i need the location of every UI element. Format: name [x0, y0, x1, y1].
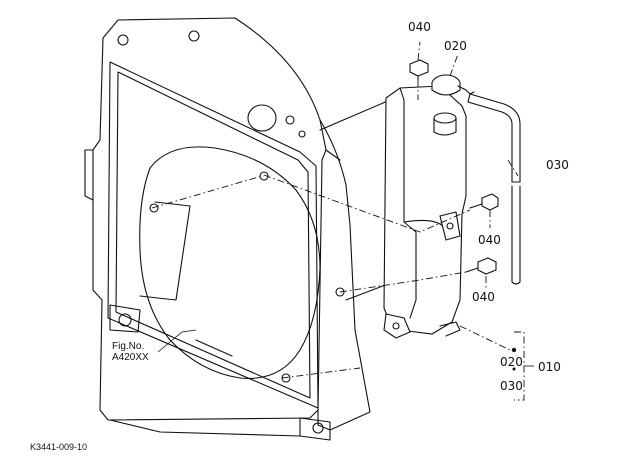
- figure-reference-line2: A420XX: [112, 351, 149, 363]
- figure-reference: Fig.No. A420XX: [112, 341, 149, 363]
- overflow-hose: [467, 93, 521, 285]
- callout-hose: 030: [546, 158, 569, 172]
- callout-group-030: 030: [500, 379, 523, 393]
- bolt-top: [409, 59, 429, 81]
- callout-group-010: 010: [538, 360, 561, 374]
- fig-ref-leader: [157, 329, 197, 353]
- callout-group-020: 020: [500, 355, 523, 369]
- callout-bolt-top: 040: [408, 20, 431, 34]
- figure-reference-line1: Fig.No.: [112, 341, 145, 352]
- bolt-mid: [469, 193, 499, 211]
- radiator-cap: [431, 74, 475, 96]
- leader-lines: [151, 41, 519, 379]
- callout-bolt-low: 040: [472, 290, 495, 304]
- bolt-low: [465, 257, 497, 275]
- group-bracket: [511, 331, 534, 401]
- callout-bolt-mid: 040: [478, 233, 501, 247]
- reserve-tank: [383, 85, 467, 339]
- fan-shroud: [84, 17, 371, 441]
- diagram-code: K3441-009-10: [30, 442, 88, 452]
- callout-cap: 020: [444, 39, 467, 53]
